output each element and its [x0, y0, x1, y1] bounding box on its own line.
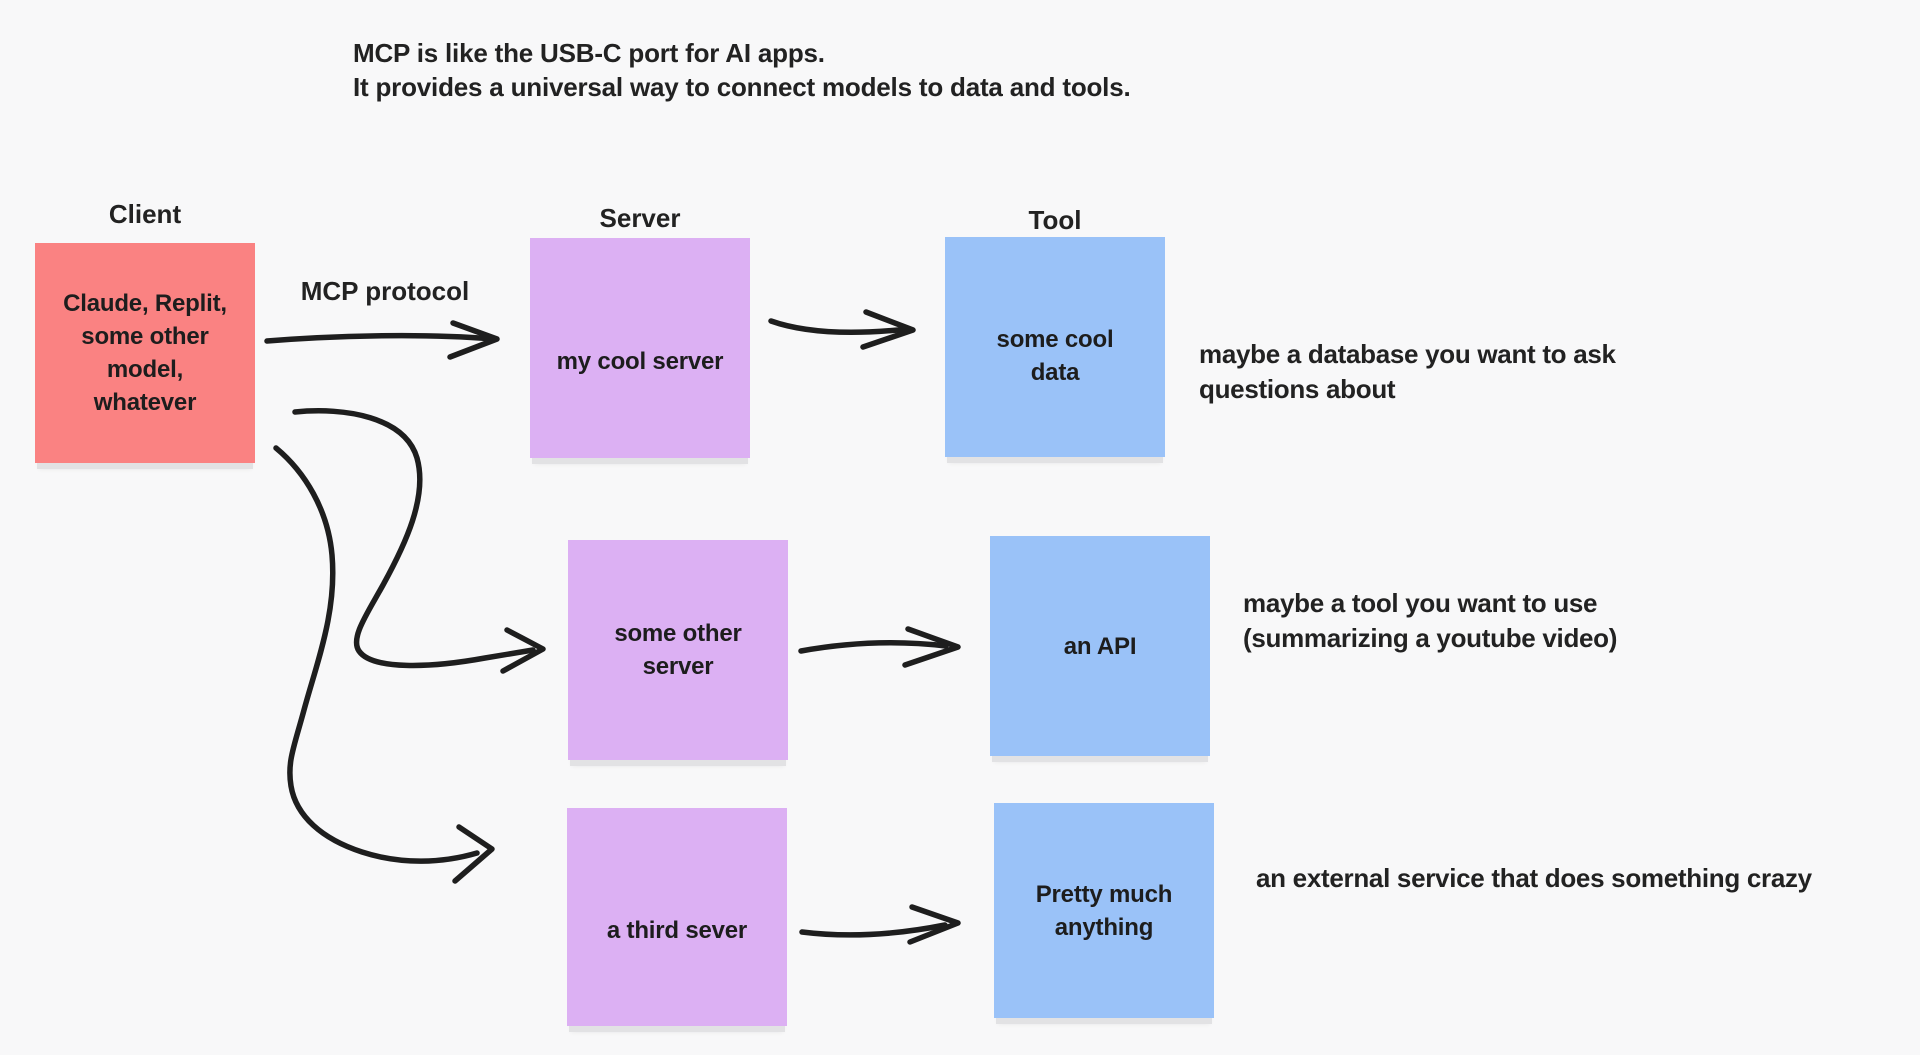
diagram-title: MCP is like the USB-C port for AI apps. …: [353, 36, 1131, 104]
annotation-database: maybe a database you want to ask questio…: [1199, 337, 1616, 407]
annotation-line: maybe a database you want to ask: [1199, 339, 1616, 369]
sticky-note-tool2-text: an API: [1064, 630, 1137, 663]
column-label-server: Server: [599, 203, 681, 233]
note-line: Claude, Replit,: [63, 290, 227, 317]
annotation-line: maybe a tool you want to use: [1243, 588, 1598, 618]
note-line: whatever: [93, 389, 197, 416]
column-label-client: Client: [108, 199, 182, 229]
mcp-protocol-label: MCP protocol: [300, 276, 470, 306]
note-line: some cool: [996, 326, 1114, 353]
note-line: anything: [1054, 913, 1154, 941]
arrow-client-to-server1: [264, 320, 500, 360]
annotation-line: (summarizing a youtube video): [1243, 623, 1618, 653]
title-line-2: It provides a universal way to connect m…: [353, 72, 1131, 102]
annotation-line: an external service that does something …: [1256, 863, 1812, 893]
sticky-note-tool2: an API: [990, 536, 1210, 756]
arrow-client-to-server2: [292, 408, 546, 674]
sticky-note-server3-text: a third sever: [607, 888, 747, 947]
annotation-external-service: an external service that does something …: [1256, 861, 1812, 896]
note-line: some other: [81, 323, 209, 350]
note-line: my cool server: [556, 347, 724, 375]
sticky-note-client-text: Claude, Replit, some other model, whatev…: [63, 287, 227, 419]
arrow-server2-to-tool2: [798, 626, 961, 668]
annotation-api: maybe a tool you want to use (summarizin…: [1243, 586, 1617, 656]
sticky-note-server1: my cool server: [530, 238, 750, 458]
note-line: an API: [1063, 632, 1137, 660]
note-line: data: [1030, 359, 1080, 386]
sticky-note-server2-text: some other server: [614, 617, 742, 683]
sticky-note-tool1: some cool data: [945, 237, 1165, 457]
note-line: server: [642, 653, 714, 680]
sticky-note-server3: a third sever: [567, 808, 787, 1026]
sticky-note-server2: some other server: [568, 540, 788, 760]
arrow-server3-to-tool3: [799, 904, 961, 945]
sticky-note-server1-text: my cool server: [557, 319, 724, 378]
arrow-server1-to-tool1: [768, 309, 916, 350]
note-line: model,: [106, 356, 184, 383]
sticky-note-client: Claude, Replit, some other model, whatev…: [35, 243, 255, 463]
title-line-1: MCP is like the USB-C port for AI apps.: [353, 38, 825, 68]
column-label-tool: Tool: [1028, 205, 1082, 235]
sticky-note-tool3: Pretty much anything: [994, 803, 1214, 1018]
sticky-note-tool1-text: some cool data: [997, 305, 1114, 389]
note-line: some other: [614, 620, 742, 647]
arrow-client-to-server3: [273, 445, 495, 884]
note-line: a third sever: [606, 916, 748, 944]
sticky-note-tool3-text: Pretty much anything: [1036, 878, 1173, 944]
note-line: Pretty much: [1035, 880, 1173, 908]
annotation-line: questions about: [1199, 374, 1396, 404]
